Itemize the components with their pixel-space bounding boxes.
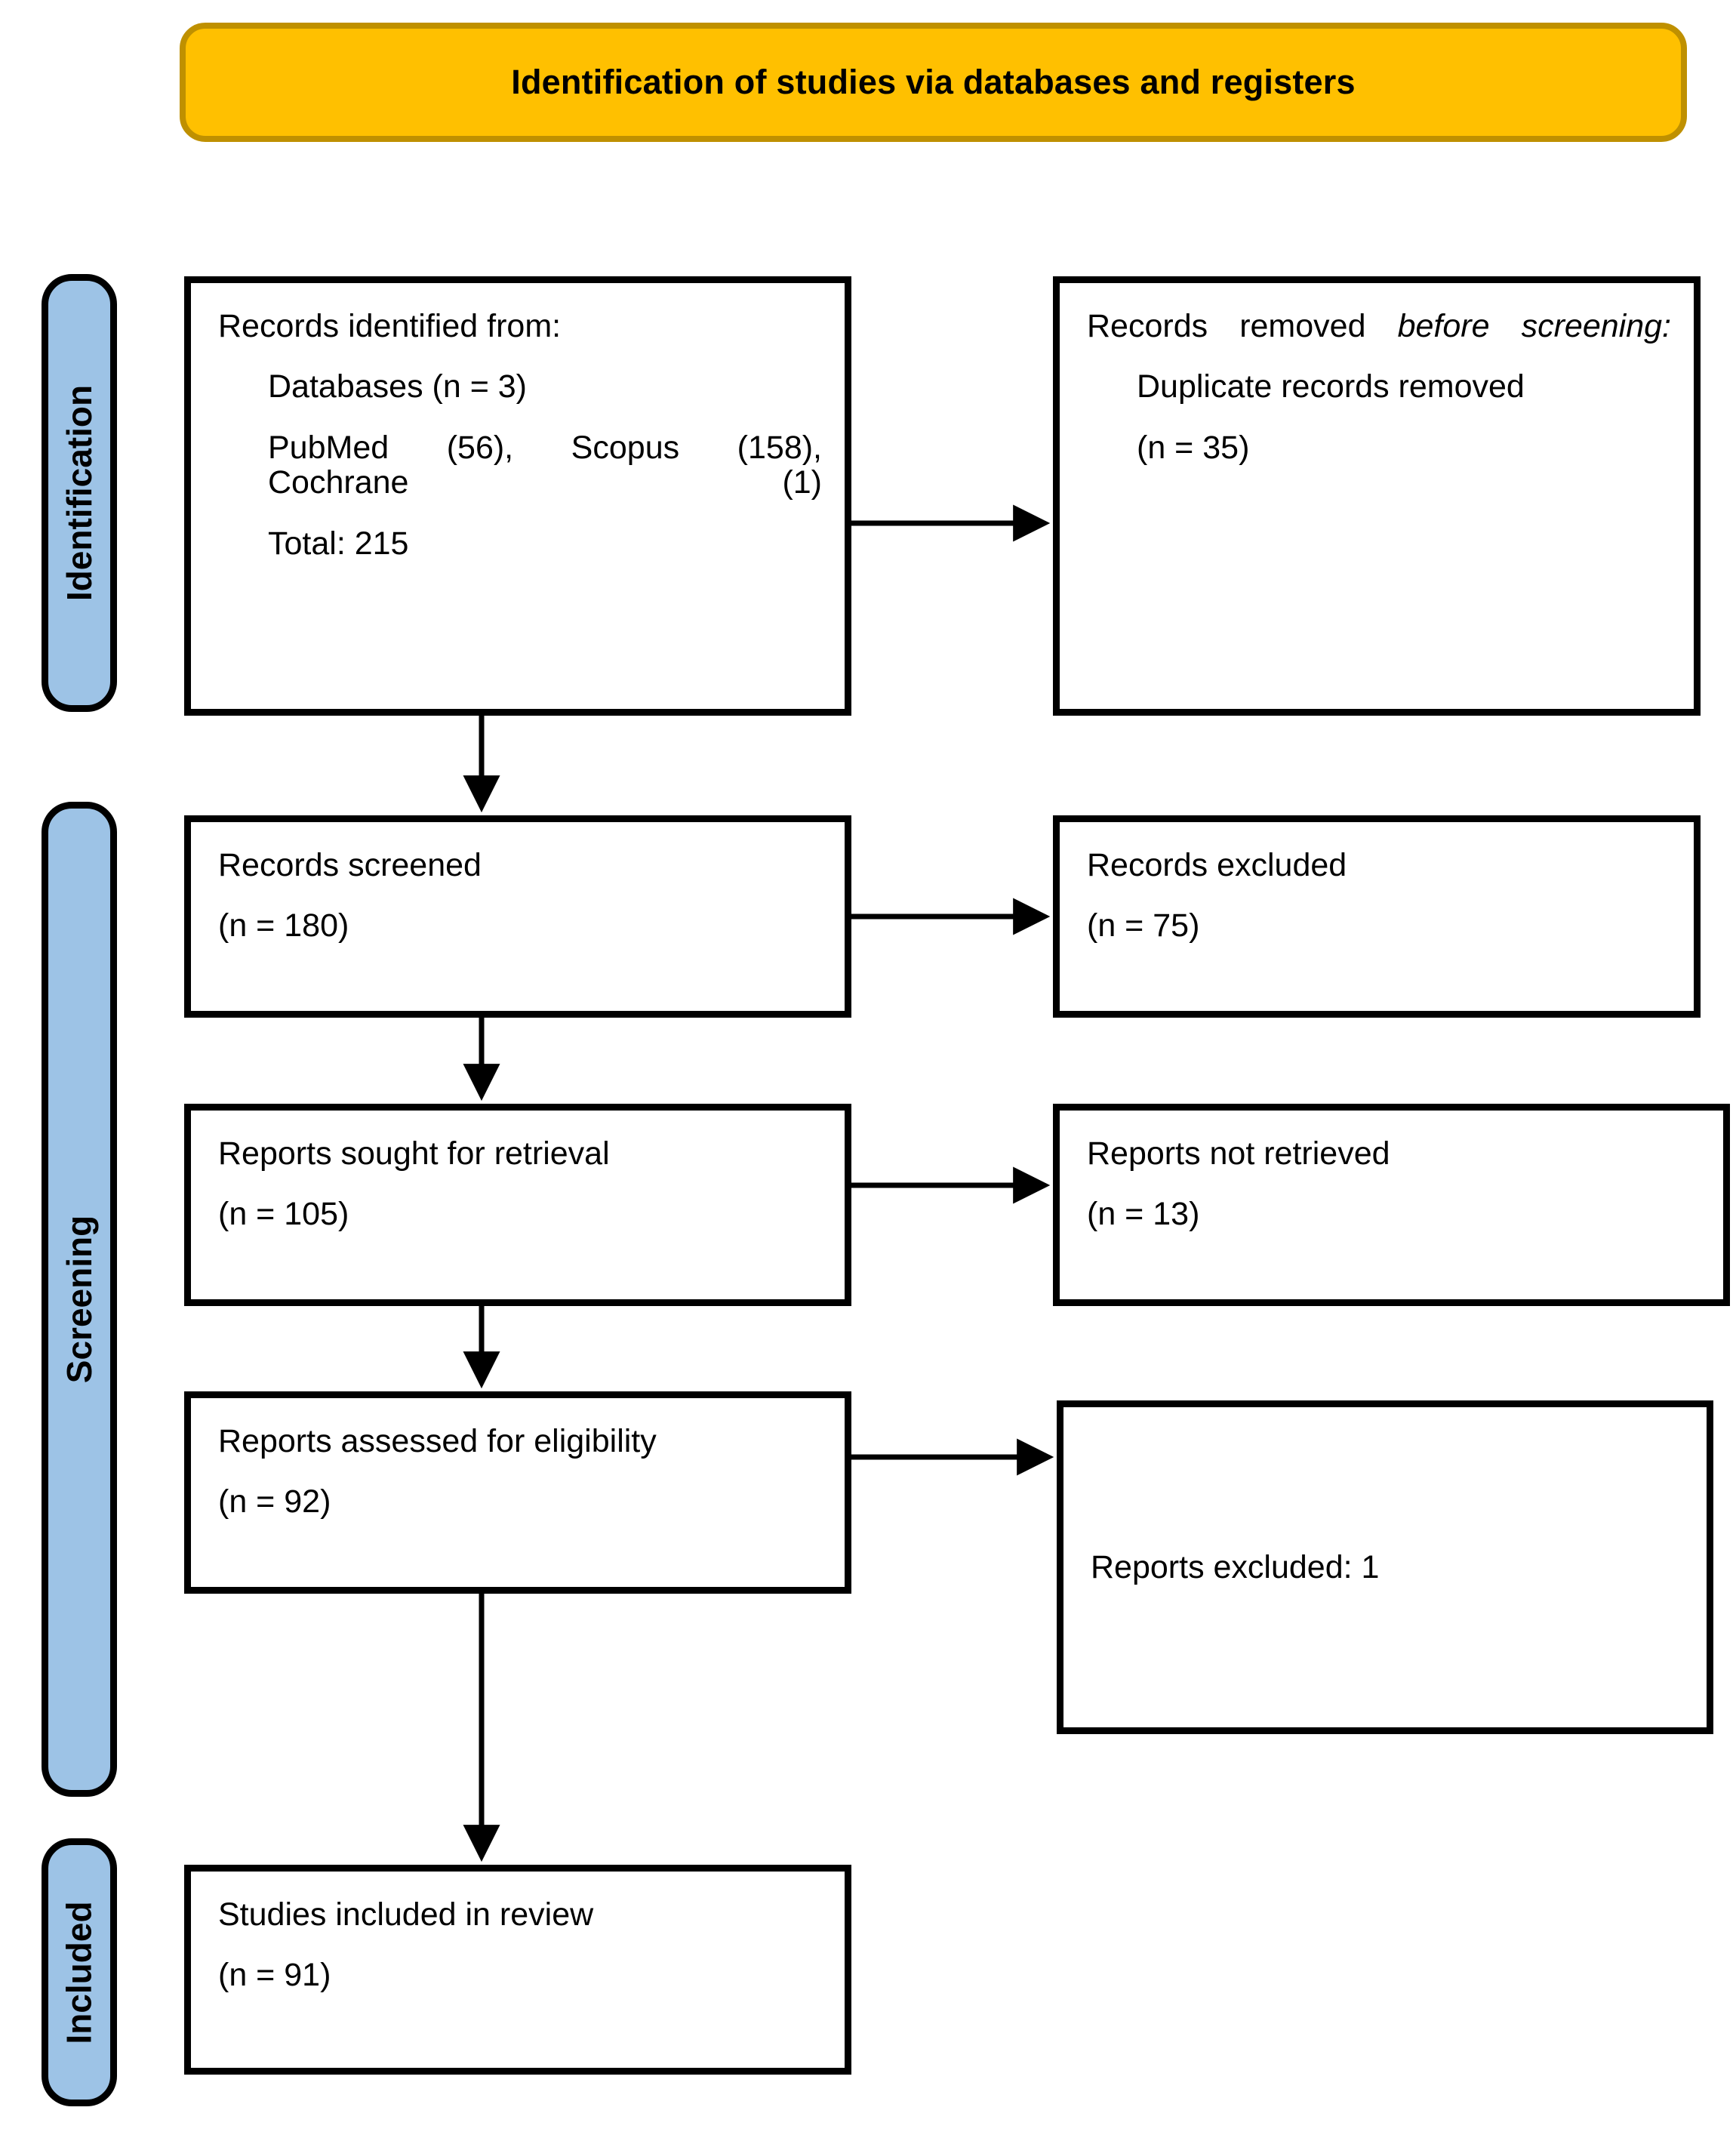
records-screened-line-1: Records screened — [218, 847, 482, 883]
records-identified-line-1: Records identified from: — [218, 308, 562, 344]
box-reports-not-retrieved: Reports not retrieved (n = 13) — [1053, 1104, 1730, 1306]
stage-pill-identification-label: Identification — [60, 384, 100, 602]
reports-not-retrieved-line-2: (n = 13) — [1087, 1196, 1200, 1233]
studies-included-line-2: (n = 91) — [218, 1957, 331, 1994]
records-removed-line-1-plain: Records removed — [1087, 308, 1398, 344]
stage-pill-screening-label: Screening — [60, 1215, 100, 1384]
box-records-identified: Records identified from: Databases (n = … — [184, 276, 851, 716]
box-studies-included: Studies included in review (n = 91) — [184, 1865, 851, 2075]
studies-included-line-1: Studies included in review — [218, 1896, 594, 1933]
records-excluded-line-2: (n = 75) — [1087, 907, 1200, 944]
reports-assessed-line-1: Reports assessed for eligibility — [218, 1423, 657, 1459]
diagram-title: Identification of studies via databases … — [511, 63, 1356, 101]
records-removed-line-2: Duplicate records removed — [1137, 368, 1525, 405]
reports-sought-line-2: (n = 105) — [218, 1196, 349, 1233]
box-reports-sought: Reports sought for retrieval (n = 105) — [184, 1104, 851, 1306]
stage-pill-included: Included — [42, 1838, 117, 2106]
box-records-removed: Records removed before screening: Duplic… — [1053, 276, 1701, 716]
box-records-excluded: Records excluded (n = 75) — [1053, 815, 1701, 1018]
records-identified-line-3: PubMed (56), Scopus (158), Cochrane (1) — [268, 429, 822, 501]
stage-pill-screening: Screening — [42, 802, 117, 1797]
diagram-header-banner: Identification of studies via databases … — [180, 23, 1687, 142]
reports-sought-line-1: Reports sought for retrieval — [218, 1135, 610, 1172]
records-identified-line-2: Databases (n = 3) — [268, 368, 527, 405]
records-screened-line-2: (n = 180) — [218, 907, 349, 944]
reports-not-retrieved-line-1: Reports not retrieved — [1087, 1135, 1390, 1172]
stage-pill-identification: Identification — [42, 274, 117, 712]
records-removed-line-1-colon: : — [1662, 308, 1671, 344]
records-removed-line-1: Records removed before screening: — [1087, 309, 1671, 344]
reports-excluded-detail-line-1: Reports excluded: 1 — [1091, 1548, 1380, 1585]
box-reports-excluded-detail: Reports excluded: 1 — [1057, 1400, 1713, 1734]
box-reports-assessed: Reports assessed for eligibility (n = 92… — [184, 1391, 851, 1594]
records-identified-line-4: Total: 215 — [268, 525, 409, 562]
records-removed-line-1-italic: before screening — [1397, 308, 1663, 344]
records-excluded-line-1: Records excluded — [1087, 847, 1347, 883]
records-removed-line-3: (n = 35) — [1137, 429, 1250, 466]
reports-assessed-line-2: (n = 92) — [218, 1483, 331, 1520]
stage-pill-included-label: Included — [60, 1900, 99, 2044]
box-records-screened: Records screened (n = 180) — [184, 815, 851, 1018]
